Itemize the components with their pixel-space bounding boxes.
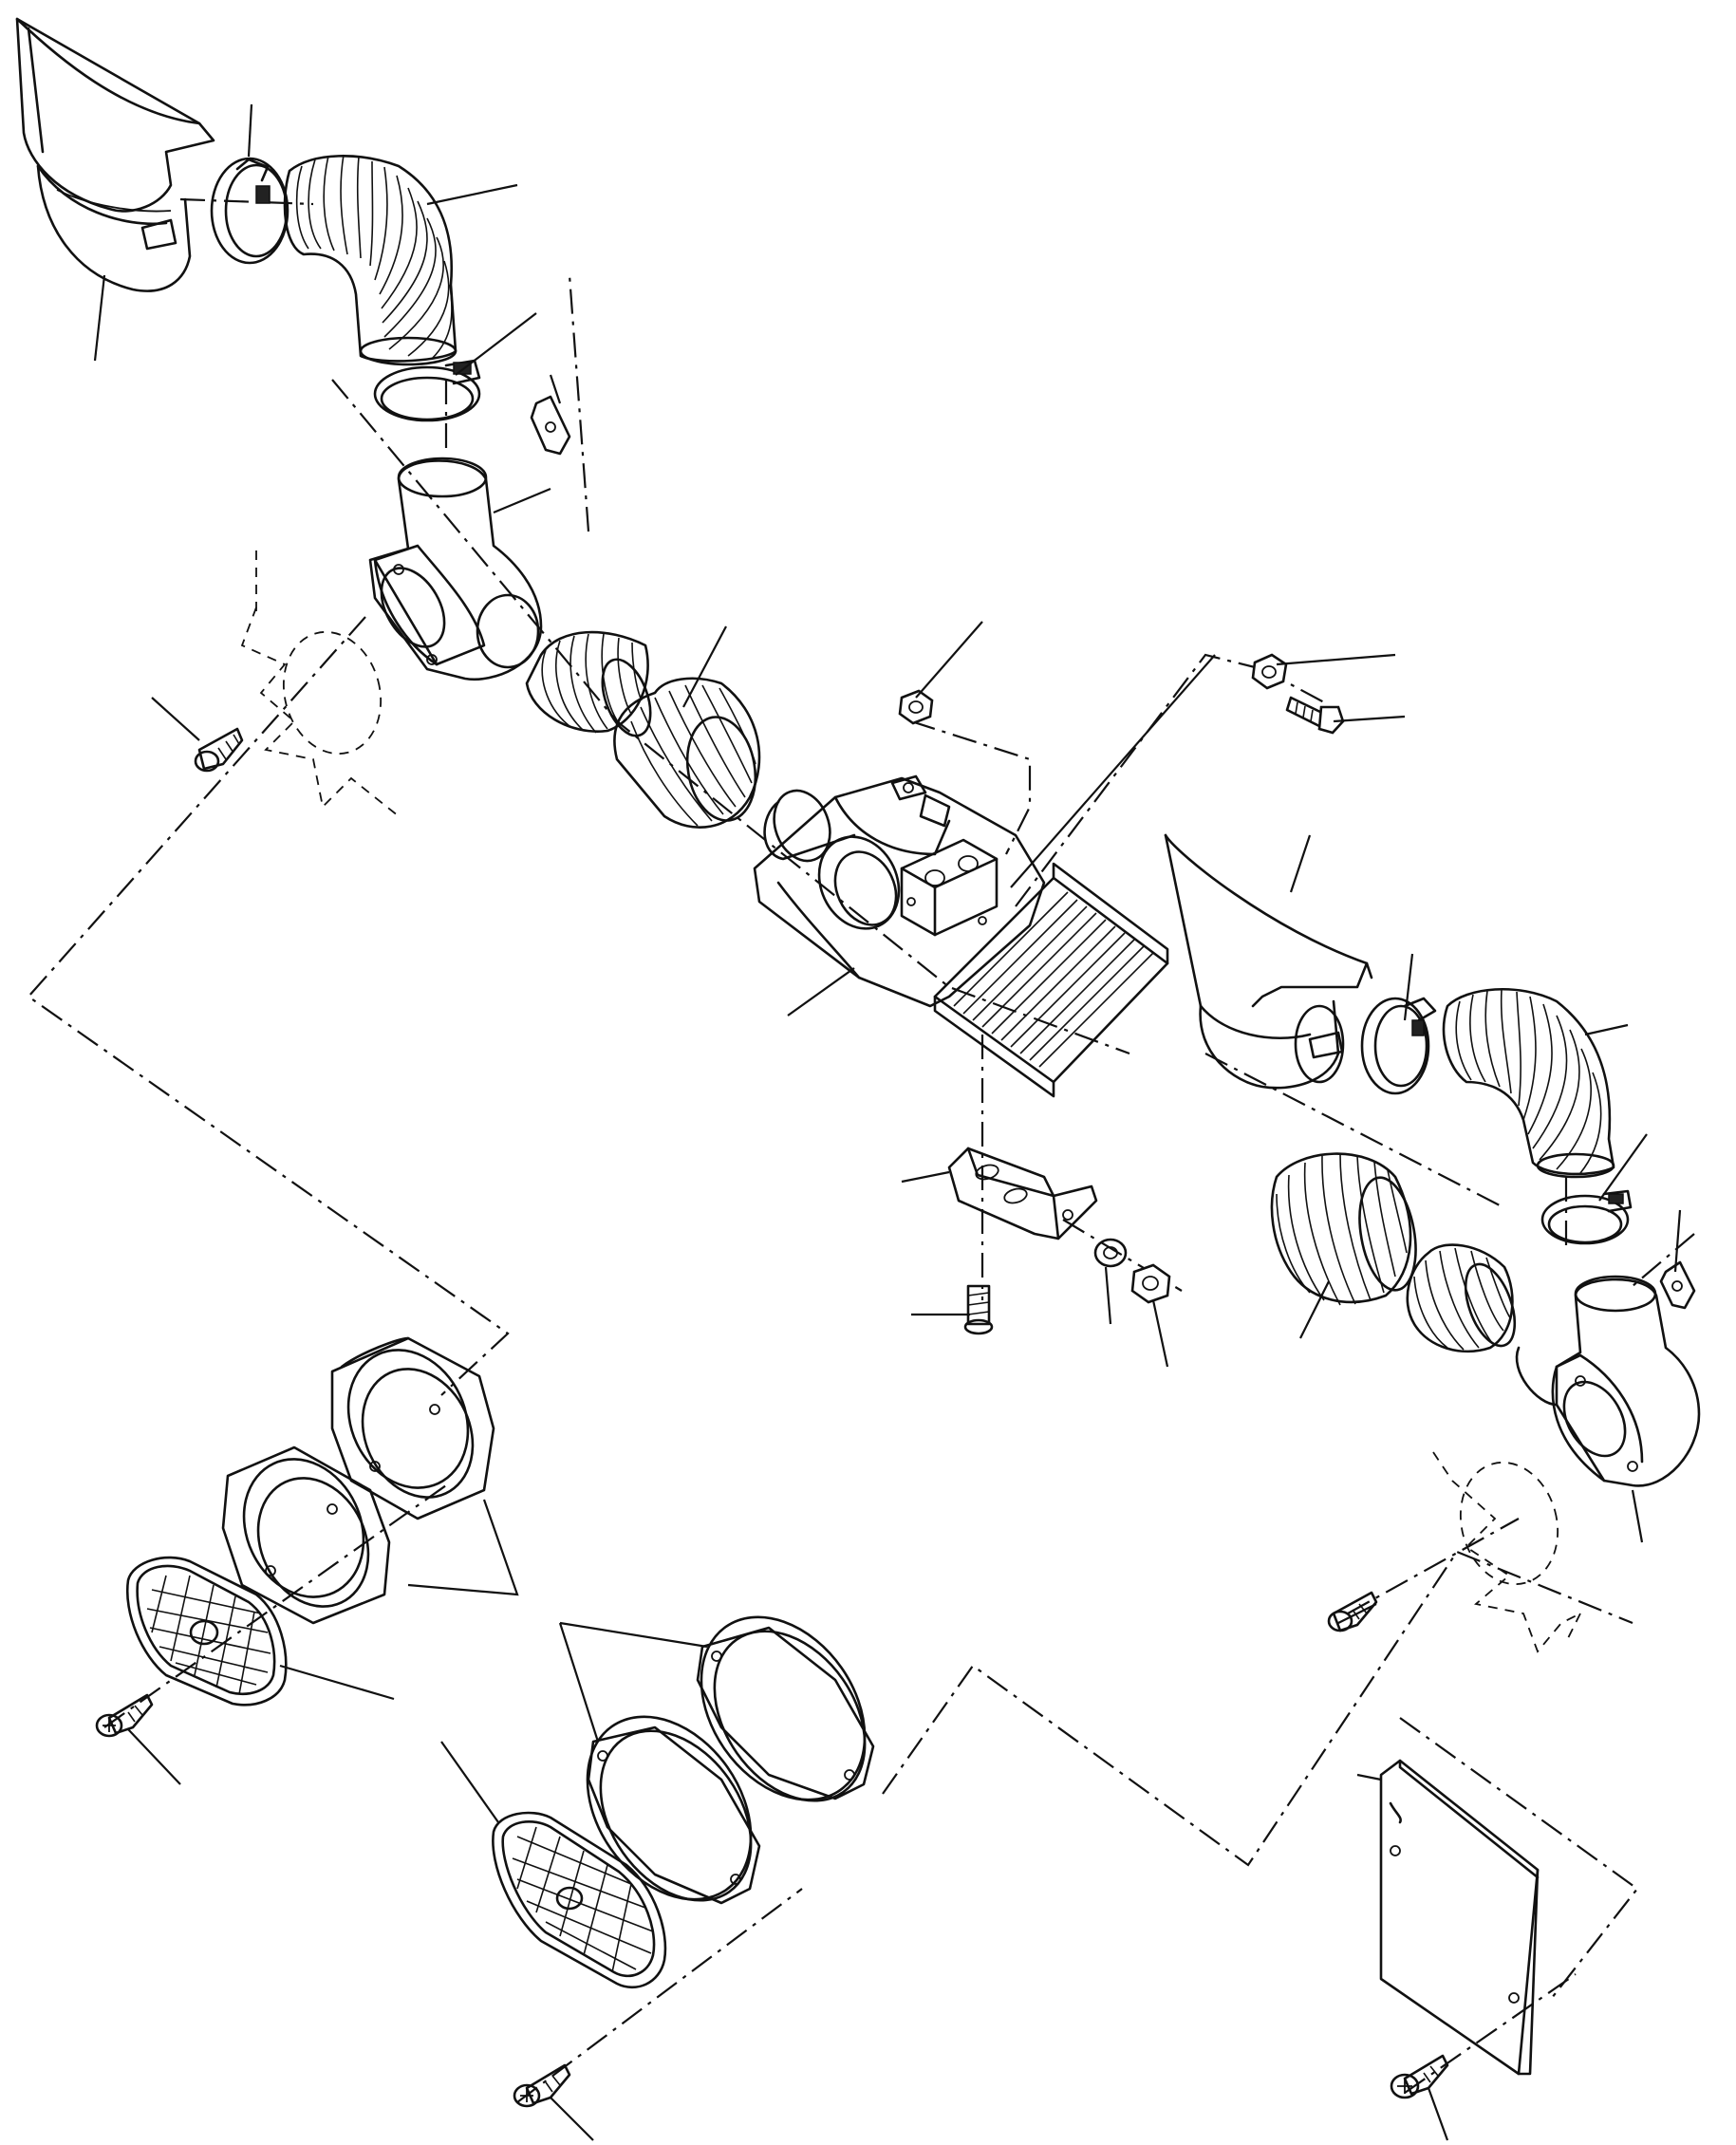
left-spacer-ring-inner xyxy=(221,1446,391,1625)
right-elbow-duct xyxy=(1515,1275,1701,1487)
left-ghost-ring xyxy=(240,550,400,817)
assembly-centerlines xyxy=(27,197,1695,2103)
right-hose-clamp-upper xyxy=(1360,997,1437,1095)
left-hose-clamp-upper xyxy=(210,157,289,265)
right-mounting-clip xyxy=(1659,1260,1696,1310)
right-ghost-ring xyxy=(1432,1451,1581,1653)
short-flex-hose-a xyxy=(525,630,652,737)
right-elbow-screw xyxy=(1327,1591,1378,1632)
lower-spacer-ring-outer xyxy=(696,1615,875,1802)
right-hose-clamp-lower xyxy=(1540,1189,1633,1245)
bracket-nut xyxy=(1130,1263,1171,1304)
lower-grille-cover xyxy=(492,1811,667,1989)
short-flex-hose-d xyxy=(1406,1243,1517,1353)
blower-unit xyxy=(753,774,1169,1098)
left-mounting-clip xyxy=(530,395,571,456)
access-panel-screw xyxy=(1390,2054,1449,2099)
left-screw xyxy=(194,727,244,773)
short-flex-hose-c xyxy=(1270,1152,1417,1306)
access-panel xyxy=(1379,1759,1540,2076)
left-outlet-nozzle xyxy=(15,17,215,292)
left-elbow-duct xyxy=(368,457,543,681)
left-spacer-ring-outer xyxy=(330,1336,495,1520)
lower-grille-screw xyxy=(513,2063,571,2108)
left-flex-elbow-hose xyxy=(283,154,457,366)
right-outlet-nozzle xyxy=(1164,833,1373,1090)
right-top-nut xyxy=(1251,653,1288,690)
callout-leaders xyxy=(93,103,1682,2141)
left-hose-clamp-lower xyxy=(373,359,481,422)
lower-spacer-ring-inner xyxy=(586,1715,761,1905)
right-top-bolt xyxy=(1285,696,1345,735)
right-flex-elbow-hose xyxy=(1442,987,1615,1179)
left-grille-screw xyxy=(95,1693,154,1738)
bracket-bolt xyxy=(963,1284,994,1335)
center-nut xyxy=(898,689,934,725)
left-grille-cover xyxy=(125,1556,288,1707)
short-flex-hose-b xyxy=(613,677,761,829)
blower-bracket xyxy=(947,1147,1098,1240)
bracket-washer xyxy=(1093,1238,1128,1268)
